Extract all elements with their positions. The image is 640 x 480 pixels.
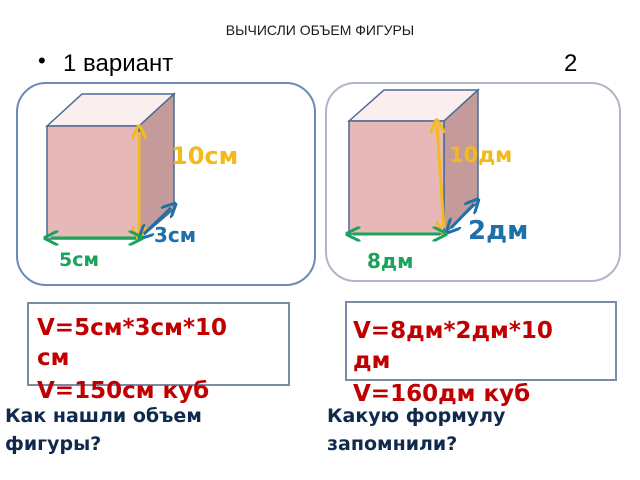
right-box-front <box>348 120 445 235</box>
left-box-front <box>46 125 140 240</box>
right-formula-line2: дм <box>353 348 391 374</box>
left-question-line2: фигуры? <box>5 433 102 455</box>
right-formula-box <box>345 301 617 381</box>
left-formula-result: V=150см куб <box>37 378 210 404</box>
variant-row: • 1 вариант 2 <box>38 48 598 82</box>
slide-title: ВЫЧИСЛИ ОБЪЕМ ФИГУРЫ <box>225 22 415 38</box>
left-depth-arrow <box>144 208 171 234</box>
right-depth-label: 2дм <box>468 216 529 246</box>
left-formula-line2: см <box>37 345 70 371</box>
right-height-arrow <box>437 126 444 228</box>
left-width-label: 5см <box>59 249 100 271</box>
right-width-label: 8дм <box>367 249 414 273</box>
right-height-label: 10дм <box>449 143 513 167</box>
bullet-icon: • <box>38 48 46 73</box>
left-formula-line1: V=5см*3см*10 <box>37 315 228 341</box>
right-depth-arrow <box>451 204 474 228</box>
right-question-line1: Какую формулу <box>327 405 506 427</box>
variant-1-label: 1 вариант <box>63 50 174 77</box>
left-question-line1: Как нашли объем <box>5 405 202 427</box>
variant-2-label: 2 <box>564 50 578 77</box>
left-height-label: 10см <box>171 142 239 170</box>
right-question-line2: запомнили? <box>327 433 458 455</box>
left-formula-box <box>27 302 290 386</box>
left-depth-label: 3см <box>154 223 197 247</box>
right-formula-line1: V=8дм*2дм*10 <box>353 318 553 344</box>
left-box <box>45 92 176 241</box>
right-formula-result: V=160дм куб <box>353 381 531 407</box>
